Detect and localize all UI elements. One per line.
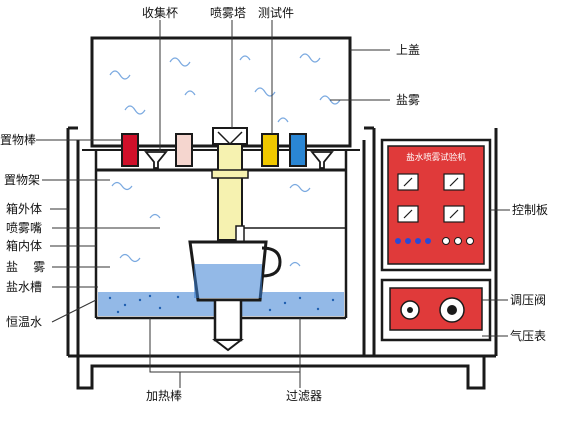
label-nozzle: 喷雾嘴 [6, 221, 42, 235]
label-filter: 过滤器 [286, 389, 322, 403]
labels: 收集杯 喷雾塔 测试件 上盖 盐雾 置物棒 置物架 箱外体 喷雾嘴 箱内体 盐 … [0, 5, 548, 403]
control-panel: 盐水喷雾试验机 [380, 138, 492, 272]
label-thermo-water: 恒温水 [6, 315, 42, 329]
spray-tower [211, 127, 249, 245]
label-salt-fog-left: 盐 雾 [6, 260, 45, 274]
gauge-meters [397, 173, 465, 223]
pressure-gauge-dial [439, 297, 465, 323]
label-spray-tower: 喷雾塔 [210, 6, 246, 20]
label-test-piece: 测试件 [258, 5, 294, 20]
collector-cups [144, 151, 334, 169]
label-rod: 置物棒 [0, 133, 36, 147]
label-cover: 上盖 [396, 43, 420, 57]
label-brine-tank: 盐水槽 [6, 280, 42, 294]
indicator-lights [395, 237, 474, 245]
pressure-panel [380, 278, 492, 342]
label-collector-cup: 收集杯 [142, 5, 178, 20]
brine-reservoir [188, 240, 282, 352]
label-regulator-valve: 调压阀 [510, 293, 546, 307]
label-control-panel: 控制板 [512, 203, 548, 217]
outer-box [66, 126, 498, 390]
label-inner-box: 箱内体 [6, 238, 42, 253]
regulator-knob [400, 300, 420, 320]
leader-lines [36, 20, 510, 388]
label-rack: 置物架 [4, 173, 40, 187]
test-items [121, 133, 307, 167]
label-heater-rod: 加热棒 [146, 389, 182, 403]
label-pressure-gauge: 气压表 [510, 328, 546, 343]
panel-title: 盐水喷雾试验机 [406, 152, 466, 163]
label-salt-fog-top: 盐雾 [396, 93, 420, 107]
label-outer-box: 箱外体 [6, 201, 42, 216]
